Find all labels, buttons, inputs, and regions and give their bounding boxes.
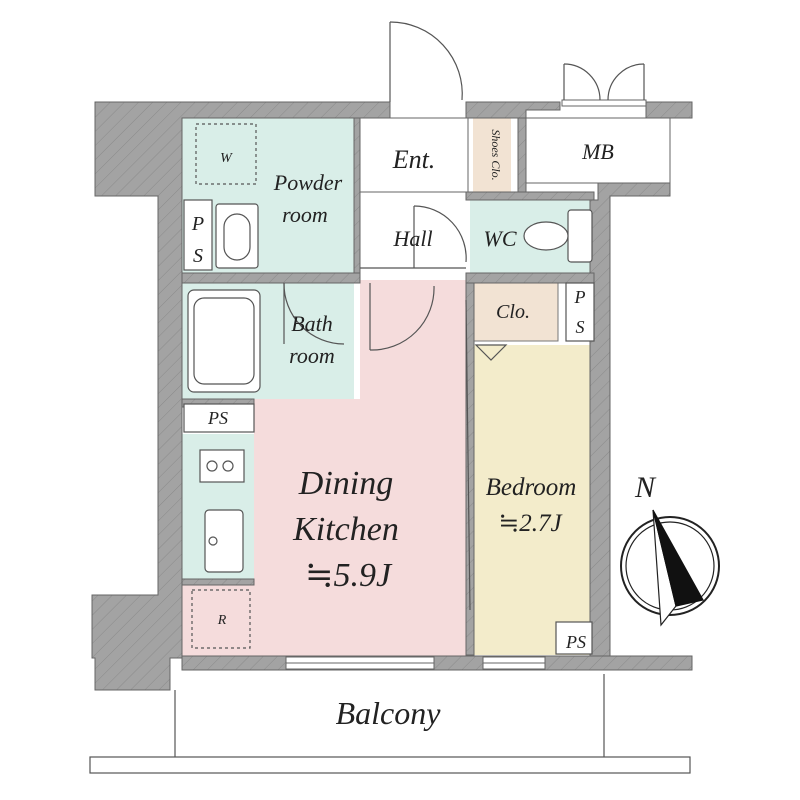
- ps-label-left: PS: [207, 408, 228, 428]
- pipe-space-ps: [183, 403, 255, 433]
- walls: [91, 101, 693, 691]
- doors: [283, 21, 645, 611]
- ps-label-bedroom: PS: [565, 632, 586, 652]
- windows: [285, 99, 647, 670]
- bath-room-label-line-1: Bath: [291, 311, 333, 336]
- pipe-space-bedroom: [555, 621, 593, 655]
- meter-box: [525, 117, 671, 184]
- powder-room-label-line-1: Powder: [273, 170, 343, 195]
- shoes-closet: [473, 118, 511, 192]
- fixtures: [183, 123, 595, 655]
- bedroom-closet: [473, 282, 559, 342]
- refrigerator-box: [191, 589, 251, 649]
- wc-label: WC: [484, 226, 517, 251]
- ps-right-letter-p: P: [574, 287, 586, 307]
- toilet-tank: [567, 209, 593, 263]
- hall-label: Hall: [392, 226, 432, 251]
- shoes-closet-label: Shoes Clo.: [489, 129, 503, 180]
- compass-rose: N: [620, 471, 720, 627]
- sink: [204, 509, 244, 573]
- ps-right-letter-s: S: [576, 317, 585, 337]
- entrance-label: Ent.: [392, 145, 436, 174]
- compass-needle-right: [652, 509, 704, 607]
- ps-vertical-letter-p: P: [191, 213, 204, 235]
- bedroom-area: ≒2.7J: [498, 510, 563, 537]
- compass-north-label: N: [634, 471, 657, 504]
- entrance: [359, 117, 469, 193]
- dining-kitchen: [182, 280, 466, 656]
- balcony: Balcony: [89, 674, 691, 774]
- dining-kitchen-label-line-2: Kitchen: [292, 511, 399, 548]
- meter-box-label: MB: [581, 139, 614, 164]
- washer-box: [195, 123, 257, 185]
- balcony-label: Balcony: [336, 695, 442, 731]
- bath-room-label-line-2: room: [289, 343, 335, 368]
- toilet-bowl: [523, 221, 569, 251]
- refrigerator-space: [182, 585, 254, 652]
- dining-kitchen-label-line-1: Dining: [298, 465, 393, 502]
- washer-label: W: [220, 151, 233, 166]
- bedroom: [470, 345, 594, 655]
- pipe-space-left: [183, 199, 213, 271]
- powder-room-label-line-2: room: [282, 202, 328, 227]
- refrigerator-label: R: [217, 613, 227, 628]
- dining-kitchen-area: ≒5.9J: [305, 557, 393, 594]
- closet-label: Clo.: [496, 301, 530, 323]
- compass-outer-ring: [620, 516, 720, 616]
- labels: Ent. Shoes Clo. MB W Powder room P S Hal…: [191, 129, 614, 652]
- ps-vertical-letter-s: S: [193, 245, 203, 267]
- bedroom-label: Bedroom: [486, 474, 577, 501]
- pipe-space-right: [565, 282, 595, 342]
